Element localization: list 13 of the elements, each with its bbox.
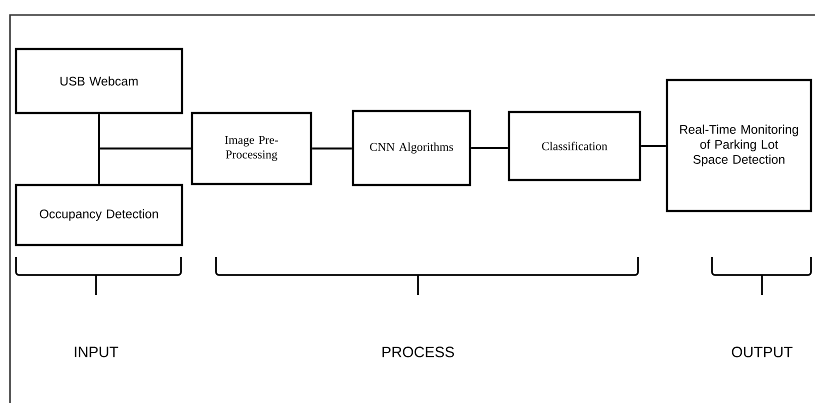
section-label: OUTPUT xyxy=(732,346,792,358)
process-box: Classification xyxy=(508,110,642,182)
process-box: Image Pre-Processing xyxy=(190,112,312,186)
connector-line xyxy=(641,144,666,147)
connector-line xyxy=(98,148,191,184)
process-box: USB Webcam xyxy=(14,48,184,114)
process-box: Occupancy Detection xyxy=(14,184,184,246)
section-label: INPUT xyxy=(74,346,118,358)
connector-line xyxy=(312,148,352,150)
section-label: PROCESS xyxy=(382,346,454,358)
process-box: CNN Algorithms xyxy=(352,110,472,186)
connector-line xyxy=(471,146,508,149)
process-box: Real-Time Monitoring of Parking Lot Space Detection xyxy=(666,78,812,212)
